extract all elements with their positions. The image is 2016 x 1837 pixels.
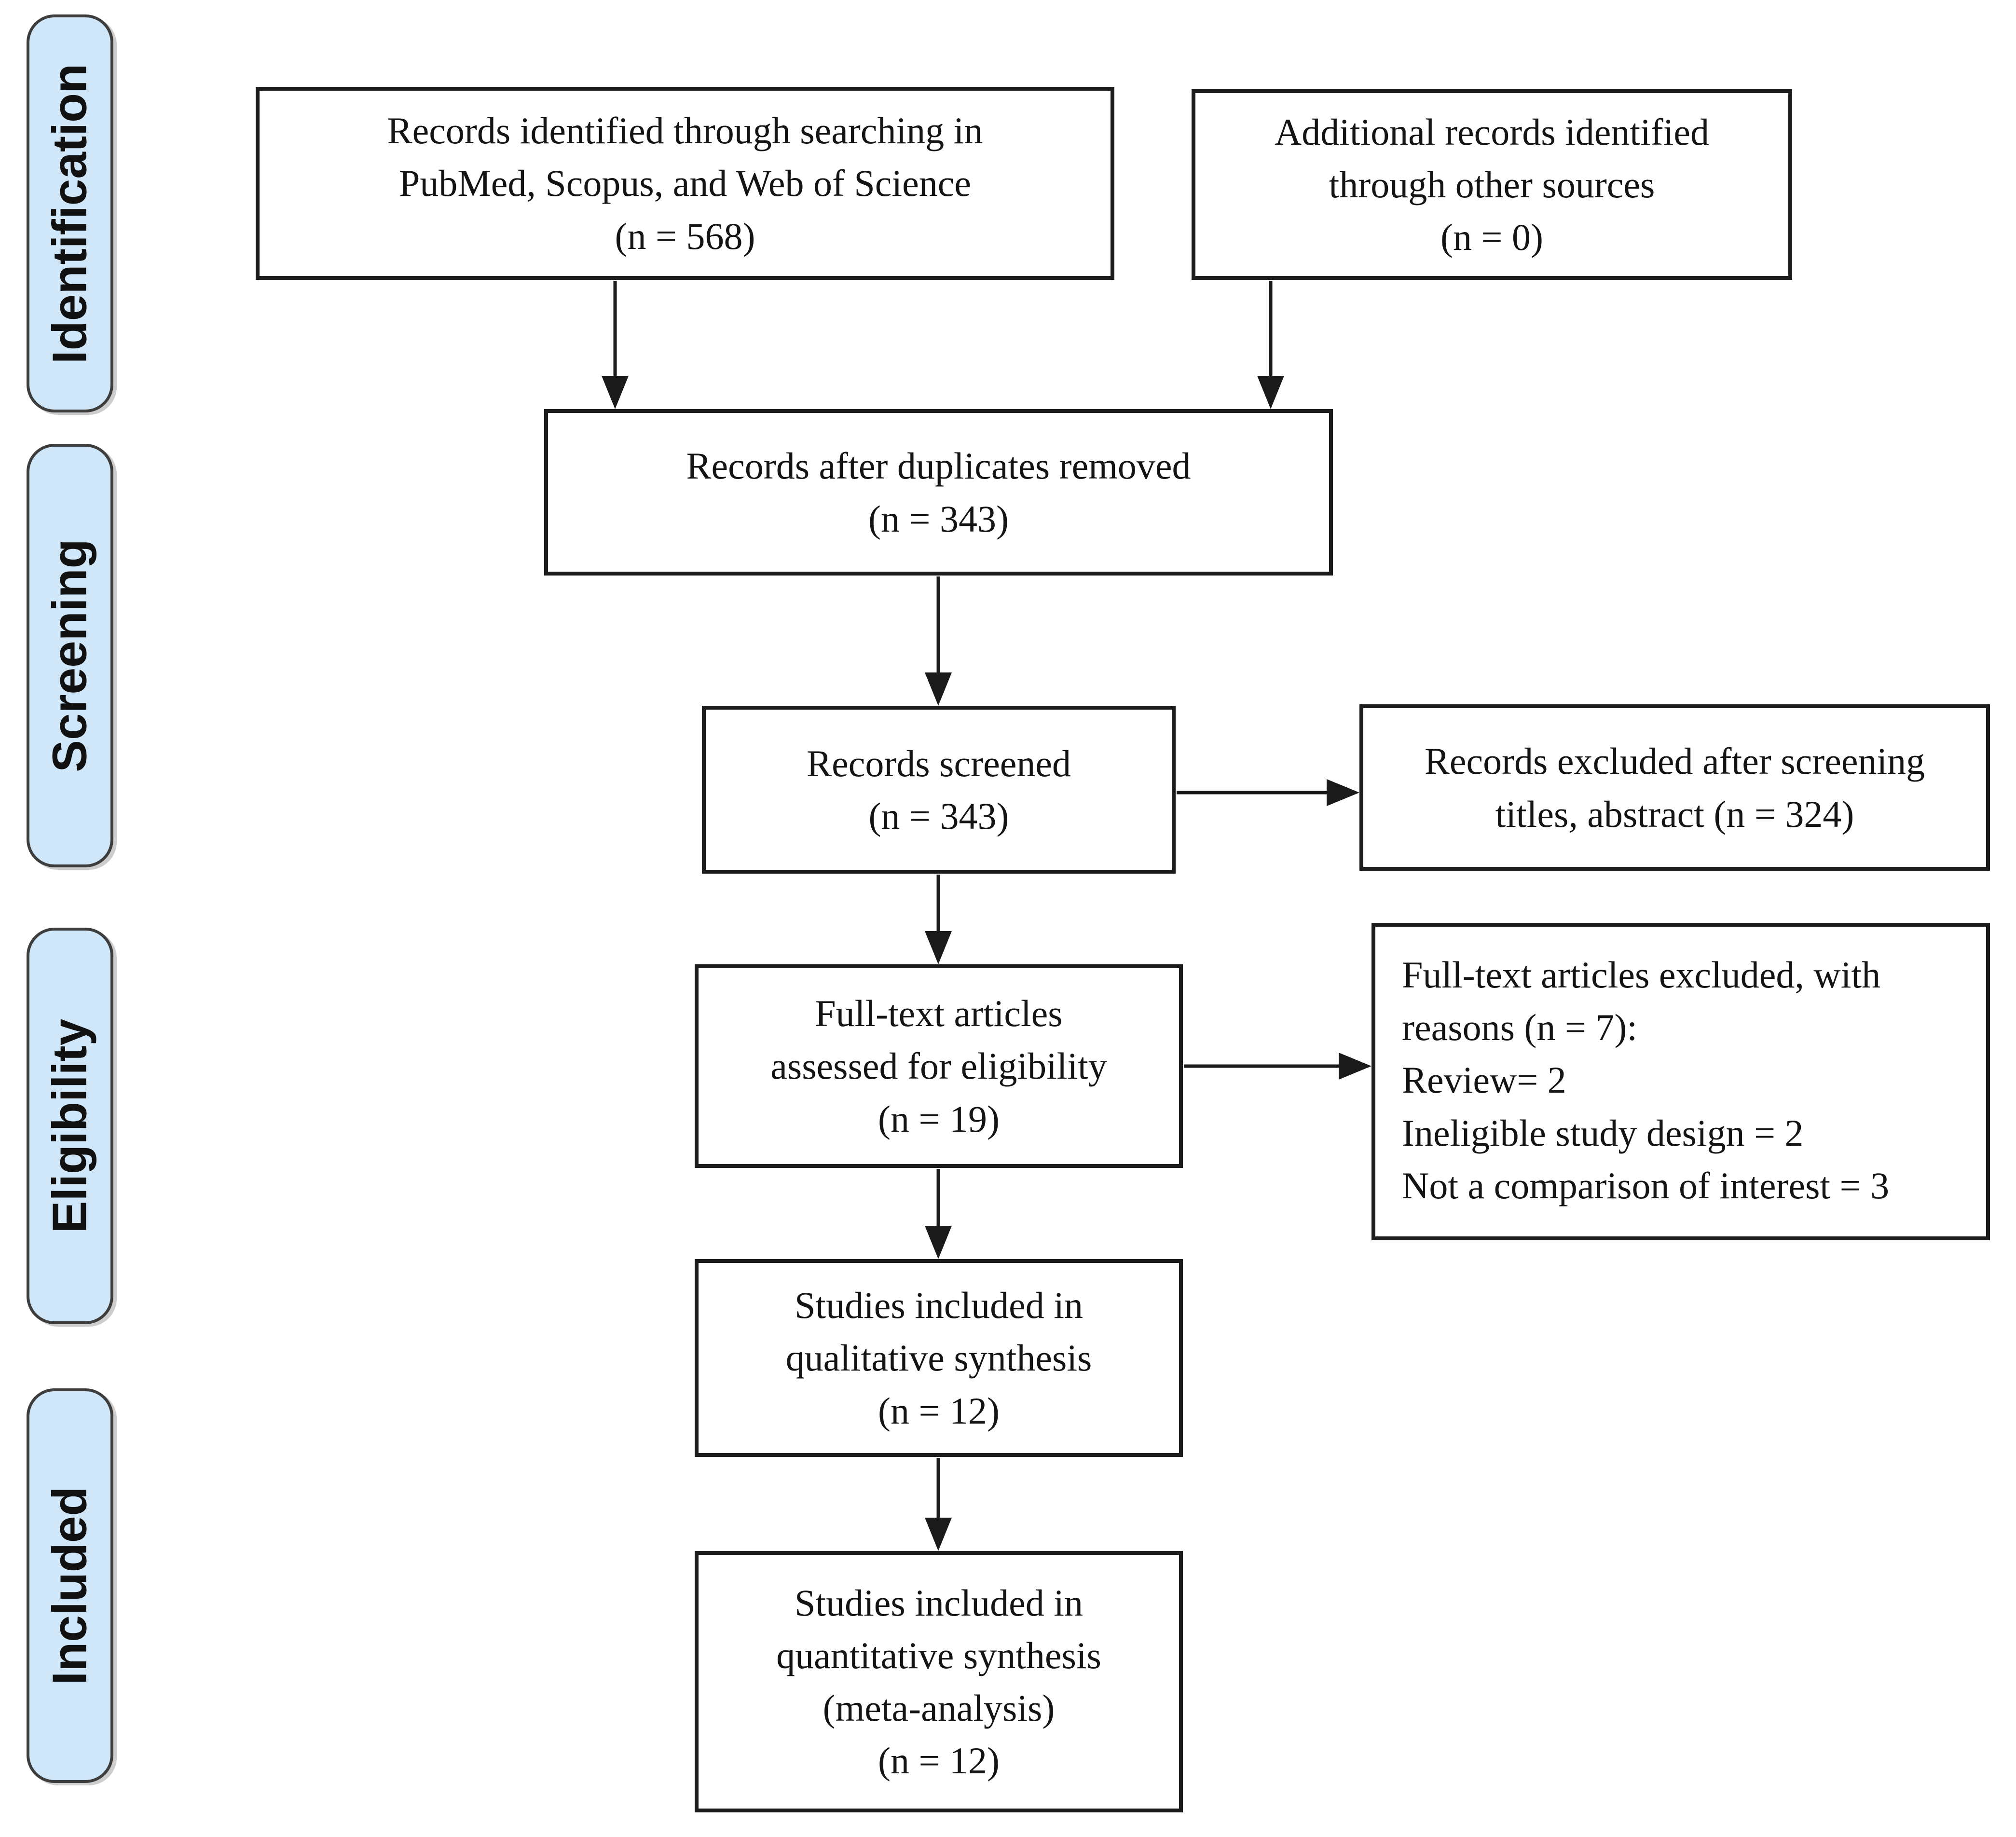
arrowhead-fulltext-to-excluded: [1339, 1053, 1371, 1080]
box-records-excluded: Records excluded after screening titles,…: [1359, 704, 1990, 871]
box-records-identified: Records identified through searching in …: [256, 87, 1114, 280]
box-records-screened: Records screened (n = 343): [702, 706, 1176, 874]
stage-eligibility: Eligibility: [27, 928, 113, 1324]
arrowhead-qualitative-to-quantitative: [925, 1518, 952, 1551]
box-label: Records screened (n = 343): [807, 742, 1071, 837]
box-additional-records: Additional records identified through ot…: [1192, 89, 1792, 280]
stage-label: Screening: [42, 539, 97, 772]
box-label: Full-text articles excluded, with reason…: [1402, 954, 1890, 1206]
stage-screening: Screening: [27, 444, 113, 867]
box-label: Records identified through searching in …: [387, 110, 983, 257]
arrowhead-additional-to-duplicates: [1257, 376, 1284, 409]
arrowhead-screened-to-fulltext: [925, 931, 952, 964]
stage-label: Eligibility: [42, 1018, 97, 1234]
box-duplicates-removed: Records after duplicates removed (n = 34…: [544, 409, 1333, 576]
box-qualitative-synthesis: Studies included in qualitative synthesi…: [695, 1259, 1183, 1457]
arrowhead-duplicates-to-screened: [925, 672, 952, 706]
box-label: Records excluded after screening titles,…: [1424, 740, 1925, 835]
stage-identification: Identification: [27, 14, 113, 412]
arrowhead-identified-to-duplicates: [602, 376, 629, 409]
box-label: Studies included in quantitative synthes…: [776, 1581, 1101, 1782]
box-quantitative-synthesis: Studies included in quantitative synthes…: [695, 1551, 1183, 1812]
stage-label: Identification: [42, 63, 97, 364]
arrowhead-fulltext-to-qualitative: [925, 1226, 952, 1259]
stage-label: Included: [42, 1486, 97, 1685]
arrowhead-screened-to-excluded: [1327, 779, 1359, 806]
box-label: Full-text articles assessed for eligibil…: [770, 992, 1107, 1140]
box-fulltext-excluded: Full-text articles excluded, with reason…: [1371, 923, 1990, 1240]
box-label: Additional records identified through ot…: [1274, 110, 1710, 259]
box-fulltext-assessed: Full-text articles assessed for eligibil…: [695, 964, 1183, 1168]
box-label: Records after duplicates removed (n = 34…: [686, 445, 1191, 540]
stage-included: Included: [27, 1388, 113, 1783]
box-label: Studies included in qualitative synthesi…: [785, 1284, 1092, 1432]
